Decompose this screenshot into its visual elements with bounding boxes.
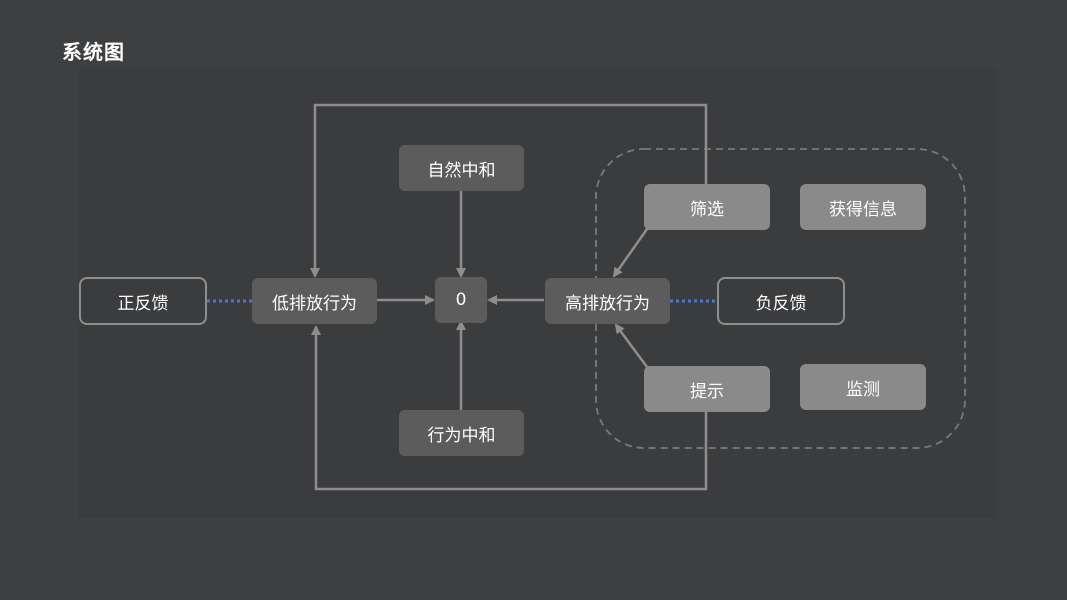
high-emission-node[interactable]: 高排放行为 (545, 278, 670, 324)
get-info-label: 获得信息 (829, 199, 897, 220)
screening-label: 筛选 (690, 199, 724, 220)
negative-feedback-label: 负反馈 (755, 293, 807, 314)
page-title: 系统图 (62, 40, 125, 64)
zero-node[interactable]: 0 (435, 277, 487, 323)
natural-neutral-label: 自然中和 (427, 160, 496, 181)
low-emission-node[interactable]: 低排放行为 (252, 278, 377, 324)
prompt-to-high-arrow (614, 323, 649, 368)
behavior-neutral-label: 行为中和 (427, 425, 496, 446)
monitor-label: 监测 (846, 379, 880, 400)
loop-bottom-connector (311, 325, 708, 491)
prompt-label: 提示 (690, 381, 724, 402)
natural-neutral-node[interactable]: 自然中和 (399, 145, 524, 191)
negative-feedback-node[interactable]: 负反馈 (717, 277, 845, 325)
behavior-neutral-node[interactable]: 行为中和 (399, 410, 524, 456)
high-emission-label: 高排放行为 (565, 293, 650, 314)
screening-node[interactable]: 筛选 (644, 184, 770, 230)
screening-to-high-arrow (612, 228, 649, 278)
get-info-node[interactable]: 获得信息 (800, 184, 926, 230)
monitor-node[interactable]: 监测 (800, 364, 926, 410)
prompt-node[interactable]: 提示 (644, 366, 770, 412)
positive-feedback-label: 正反馈 (117, 293, 169, 314)
loop-top-connector (310, 103, 708, 278)
low-emission-label: 低排放行为 (272, 293, 357, 314)
group-boundary (595, 148, 966, 449)
positive-feedback-node[interactable]: 正反馈 (79, 277, 207, 325)
zero-label: 0 (455, 290, 467, 310)
